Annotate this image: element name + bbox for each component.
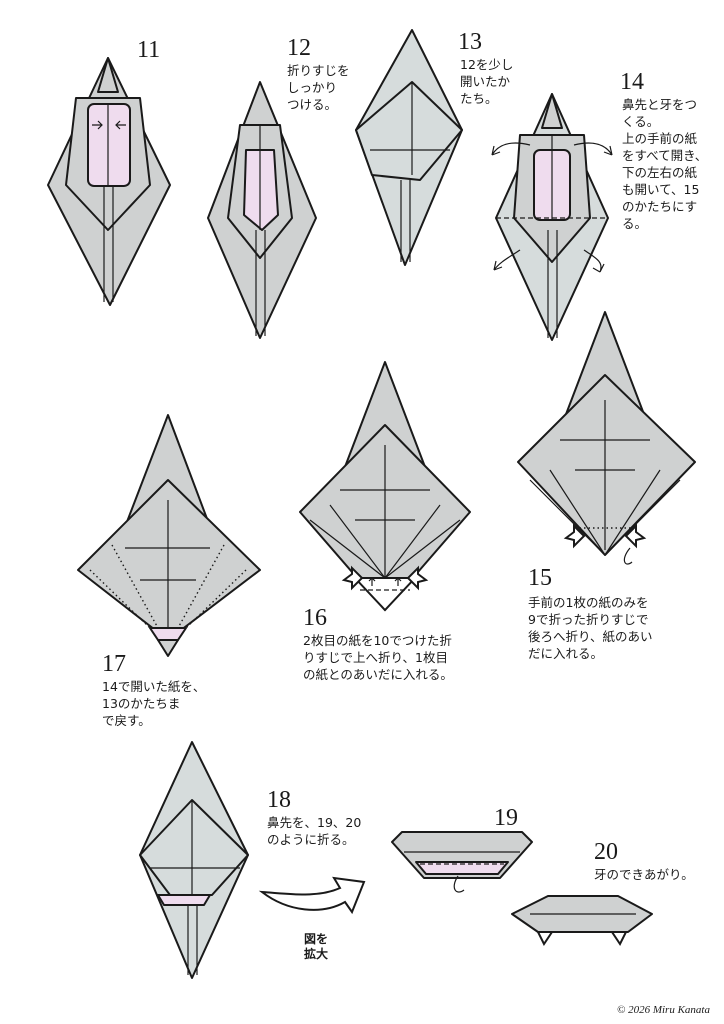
step-11-number: 11 (137, 37, 161, 63)
step-17-text: 14で開いた紙を、 13のかたちま で戻す。 (102, 679, 206, 728)
step-12-figure (207, 81, 317, 339)
step-14-figure (491, 93, 613, 341)
step-13-number: 13 (458, 29, 482, 55)
step-11-figure (47, 57, 171, 306)
step-16-number: 16 (303, 605, 327, 631)
step-12-number: 12 (287, 35, 311, 61)
zoom-arrow (258, 876, 366, 915)
step-20-text: 牙のできあがり。 (594, 867, 694, 882)
step-19-number: 19 (494, 805, 518, 831)
step-18-text: 鼻先を、19、20 のように折る。 (267, 815, 362, 847)
step-14-number: 14 (620, 69, 644, 95)
step-16-text: 2枚目の紙を10でつけた折 りすじで上へ折り、1枚目 の紙とのあいだに入れる。 (303, 633, 453, 682)
step-20-figure (511, 895, 653, 946)
step-19-figure (391, 831, 533, 893)
step-18-figure (139, 741, 249, 979)
step-20-number: 20 (594, 839, 618, 865)
copyright-credit: © 2026 Miru Kanata (616, 1004, 710, 1016)
step-15-text: 手前の1枚の紙のみを 9で折った折りすじで 後ろへ折り、紙のあい だに入れる。 (528, 595, 653, 661)
step-14-text: 鼻先と牙をつ くる。 上の手前の紙 をすべて開き、 下の左右の紙 も開いて、15… (622, 97, 708, 231)
step-18-number: 18 (267, 787, 291, 813)
step-15-number: 15 (528, 565, 552, 591)
zoom-label: 図を 拡大 (303, 932, 328, 961)
step-12-text: 折りすじを しっかり つける。 (287, 63, 350, 112)
step-13-text: 12を少し 開いたか たち。 (460, 57, 514, 106)
step-13-figure (355, 29, 463, 266)
step-17-number: 17 (102, 651, 126, 677)
step-17-figure (77, 414, 261, 657)
step-16-figure (299, 361, 471, 612)
step-15-figure (517, 311, 696, 565)
